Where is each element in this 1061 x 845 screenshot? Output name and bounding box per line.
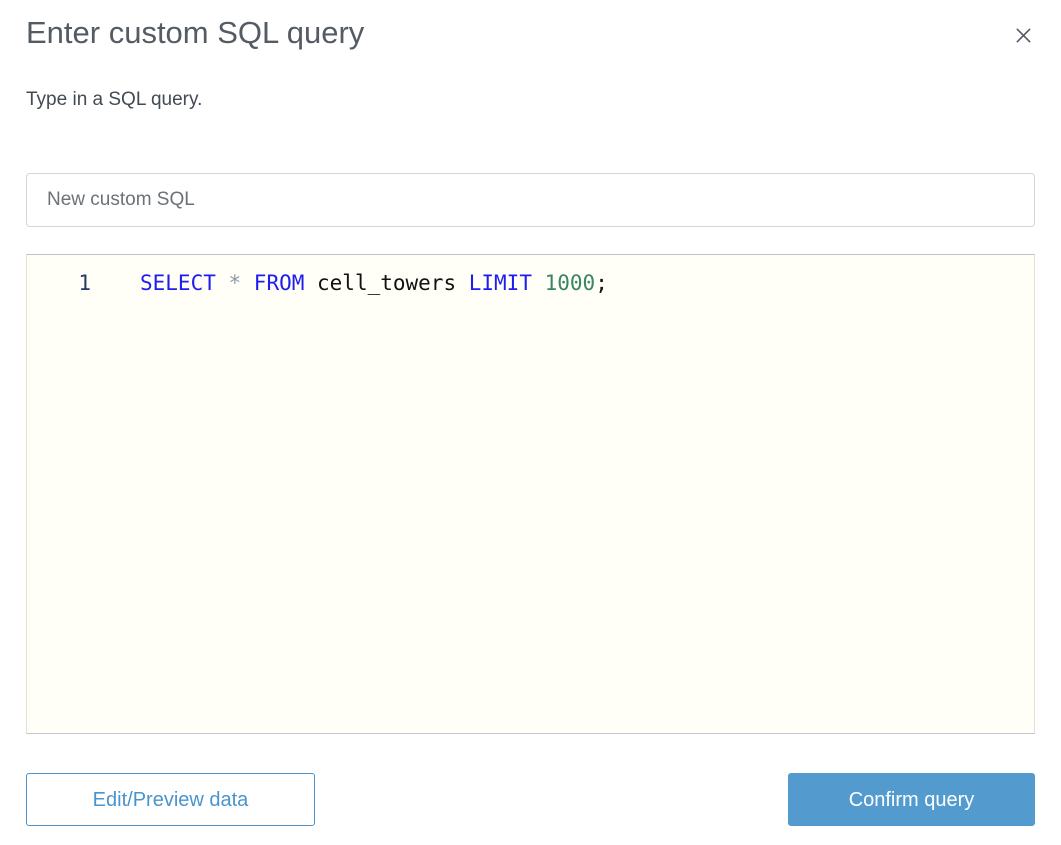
confirm-query-button[interactable]: Confirm query — [788, 773, 1035, 826]
sql-token-star-operator: * — [215, 271, 254, 295]
dialog-header: Enter custom SQL query — [26, 0, 1035, 54]
close-icon — [1016, 28, 1031, 43]
sql-code-text: SELECT * FROM cell_towers LIMIT 1000; — [91, 269, 608, 297]
code-line: 1 SELECT * FROM cell_towers LIMIT 1000; — [27, 255, 1034, 297]
sql-token-table-name: cell_towers — [304, 271, 469, 295]
page-title: Enter custom SQL query — [26, 15, 365, 50]
query-name-input[interactable] — [26, 173, 1035, 227]
sql-token-semicolon: ; — [595, 271, 608, 295]
close-button[interactable] — [1008, 20, 1039, 51]
line-number: 1 — [78, 271, 91, 295]
edit-preview-data-button[interactable]: Edit/Preview data — [26, 773, 315, 826]
dialog-footer: Edit/Preview data Confirm query — [26, 773, 1035, 826]
sql-code-editor[interactable]: 1 SELECT * FROM cell_towers LIMIT 1000; — [26, 254, 1035, 734]
sql-token-keyword-select: SELECT — [140, 271, 216, 295]
sql-token-keyword-from: FROM — [253, 271, 305, 295]
dialog-subtitle: Type in a SQL query. — [26, 89, 203, 110]
sql-token-number: 1000 — [531, 271, 596, 295]
sql-token-keyword-limit: LIMIT — [468, 271, 532, 295]
